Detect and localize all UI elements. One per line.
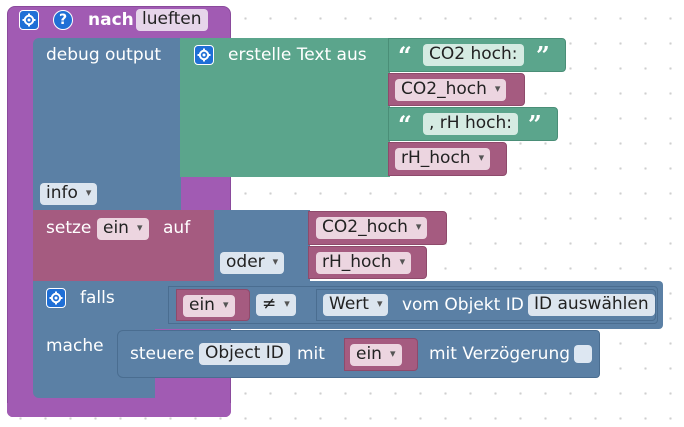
- open-quote-icon: “: [398, 41, 412, 70]
- with-label: mit: [297, 344, 325, 364]
- variable-dropdown[interactable]: CO2_hoch: [395, 79, 507, 101]
- create-text-label: erstelle Text aus: [228, 45, 367, 65]
- variable-dropdown[interactable]: rH_hoch: [316, 252, 412, 274]
- function-block-footer: [7, 403, 231, 417]
- variable-dropdown[interactable]: rH_hoch: [395, 148, 491, 170]
- set-variable-dropdown[interactable]: ein: [97, 218, 149, 240]
- logic-operator-dropdown[interactable]: oder: [220, 252, 285, 274]
- delay-label: mit Verzögerung: [429, 344, 571, 364]
- function-keyword: nach: [88, 10, 134, 30]
- variable-dropdown[interactable]: CO2_hoch: [316, 217, 428, 239]
- string-value-field[interactable]: CO2 hoch:: [423, 44, 524, 66]
- if-label: falls: [80, 288, 115, 308]
- close-quote-icon: ”: [528, 110, 542, 139]
- of-object-label: vom Objekt ID: [402, 295, 524, 315]
- do-label: mache: [46, 336, 104, 356]
- object-id-select-field[interactable]: ID auswählen: [528, 294, 655, 316]
- create-text-block[interactable]: [180, 38, 390, 177]
- debug-output-label: debug output: [46, 45, 162, 65]
- string-value-field[interactable]: , rH hoch:: [423, 113, 519, 135]
- control-object-id-field[interactable]: Object ID: [199, 343, 290, 365]
- compare-operator-dropdown[interactable]: ≠: [256, 294, 296, 316]
- control-value-dropdown[interactable]: ein: [350, 344, 402, 366]
- compare-left-dropdown[interactable]: ein: [183, 295, 235, 317]
- gear-icon[interactable]: [46, 288, 66, 308]
- control-label: steuere: [130, 344, 195, 364]
- open-quote-icon: “: [398, 110, 412, 139]
- help-icon[interactable]: ?: [53, 10, 73, 30]
- string-block[interactable]: [388, 38, 566, 72]
- gear-icon[interactable]: [194, 45, 214, 65]
- gear-icon[interactable]: [19, 10, 39, 30]
- to-label: auf: [163, 218, 191, 238]
- set-label: setze: [46, 218, 92, 238]
- value-attribute-dropdown[interactable]: Wert: [323, 294, 389, 316]
- delay-checkbox[interactable]: [574, 345, 592, 363]
- debug-output-block[interactable]: [33, 38, 181, 210]
- close-quote-icon: ”: [536, 41, 550, 70]
- function-name-field[interactable]: lueften: [136, 9, 208, 31]
- debug-level-dropdown[interactable]: info: [40, 183, 98, 205]
